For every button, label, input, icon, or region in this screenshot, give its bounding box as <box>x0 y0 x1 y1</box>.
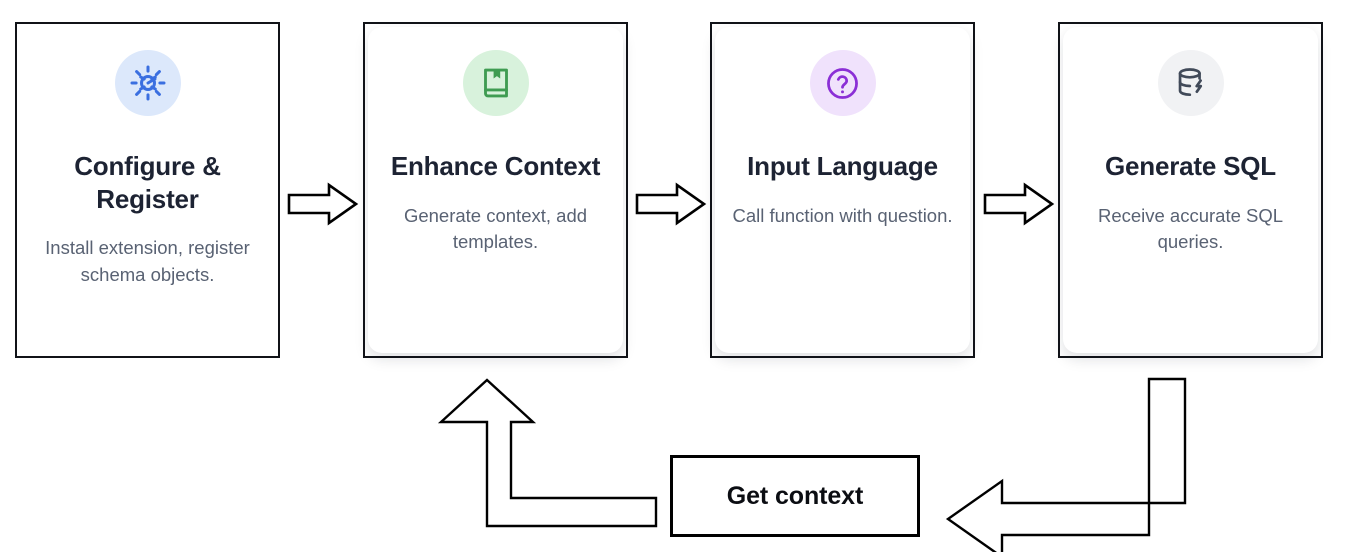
step-title: Enhance Context <box>390 151 601 181</box>
arrow-step2-step3 <box>635 182 707 226</box>
database-bolt-icon-badge <box>1157 50 1224 116</box>
get-context-label: Get context <box>726 481 864 510</box>
step-card-input-language[interactable]: Input Language Call function with questi… <box>710 22 975 358</box>
step-description: Call function with question. <box>732 204 953 226</box>
arrow-step1-step2 <box>287 182 359 226</box>
arrow-up-icon <box>437 376 662 531</box>
book-bookmark-icon-badge <box>462 50 529 116</box>
step-description: Install extension, register schema objec… <box>45 237 250 285</box>
step-title: Configure & Register <box>74 151 221 214</box>
question-circle-icon-badge <box>809 50 876 116</box>
arrow-step3-step4 <box>983 182 1055 226</box>
arrow-left-icon <box>944 376 1204 552</box>
step-card-enhance-context[interactable]: Enhance Context Generate context, add te… <box>363 22 628 358</box>
step-description: Receive accurate SQL queries. <box>1097 204 1284 253</box>
gear-icon <box>129 64 167 102</box>
step-card-generate-sql[interactable]: Generate SQL Receive accurate SQL querie… <box>1058 22 1323 358</box>
step-card-configure-register[interactable]: Configure & Register Install extension, … <box>15 22 280 358</box>
database-bolt-icon <box>1173 65 1209 101</box>
gear-icon-badge <box>114 50 181 116</box>
step-title: Input Language <box>747 151 938 181</box>
question-circle-icon <box>824 65 861 102</box>
book-bookmark-icon <box>478 65 514 101</box>
step-title: Generate SQL <box>1105 151 1276 181</box>
get-context-box[interactable]: Get context <box>670 455 920 537</box>
step-description: Generate context, add templates. <box>403 204 588 253</box>
